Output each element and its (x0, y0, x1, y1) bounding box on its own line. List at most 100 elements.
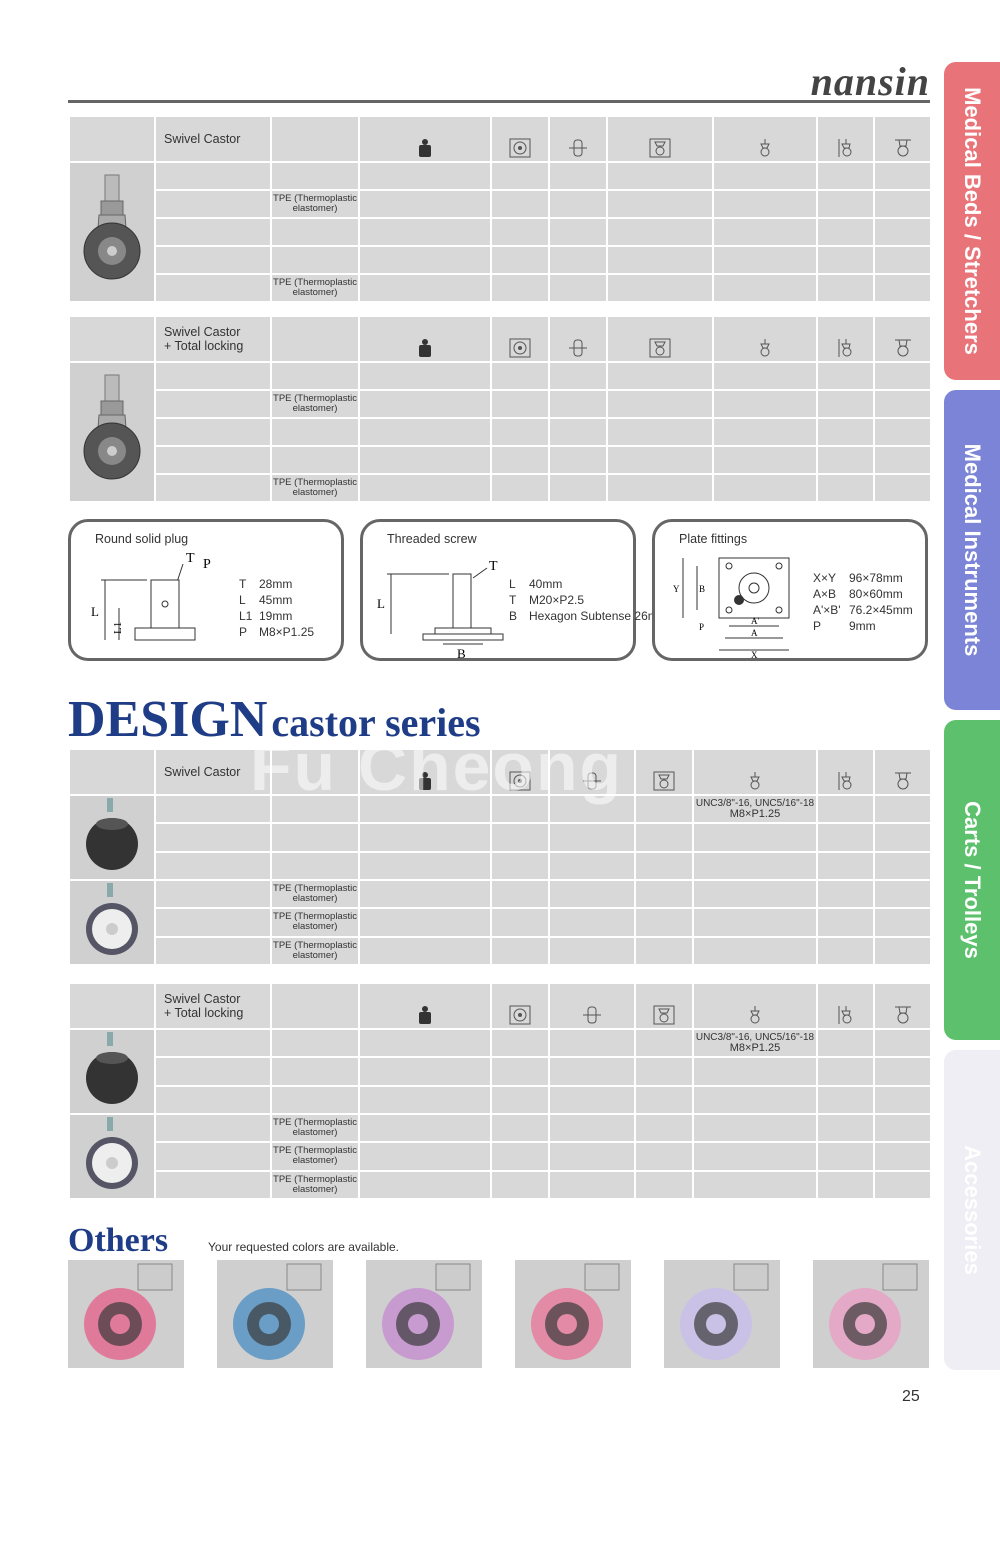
height-icon (649, 138, 671, 159)
width-value (550, 163, 606, 189)
height-icon (653, 1005, 675, 1026)
wheel-type-line1: TPE (Thermoplastic (273, 911, 357, 923)
e-value (875, 852, 930, 879)
width-header (550, 750, 634, 794)
table-title: Swivel Castor+ Total locking (164, 992, 244, 1020)
castor-wheel-shape (664, 1260, 780, 1368)
height-header (636, 750, 692, 794)
fitting-cell (714, 219, 816, 245)
wheel-type-cell (272, 824, 358, 851)
table-row (70, 219, 930, 245)
tab-label: Accessories (960, 1145, 985, 1275)
l-value (818, 852, 873, 879)
castor-image (70, 796, 154, 879)
model-header: Swivel Castor+ Total locking (156, 317, 270, 361)
height-header (608, 117, 712, 161)
e-value (875, 163, 930, 189)
tab-label: Medical Instruments (960, 443, 985, 657)
wheel-diameter-icon (509, 1005, 531, 1026)
fitting-icon (754, 338, 776, 359)
castor-icon (892, 138, 914, 159)
table-row (70, 247, 930, 273)
e-value (875, 475, 930, 501)
diameter-header (492, 750, 548, 794)
fitting-title: Threaded screw (387, 532, 477, 546)
wheel-type-cell (272, 363, 358, 389)
tab-accessories[interactable]: Accessories (944, 1050, 1000, 1370)
wheel-type-line1: TPE (Thermoplastic (273, 193, 357, 204)
tab-carts-trolleys[interactable]: Carts / Trolleys (944, 720, 1000, 1040)
wheel-type-header (272, 117, 358, 161)
fitting-cell (714, 247, 816, 273)
model-code (156, 852, 270, 879)
e-header (875, 750, 930, 794)
height-value (608, 391, 712, 417)
diameter-value (492, 391, 548, 417)
l-value (818, 1115, 873, 1142)
fitting-cell (694, 1115, 816, 1142)
load-value (360, 909, 490, 936)
load-value (360, 937, 490, 964)
wheel-type-cell (272, 447, 358, 473)
wheel-type-header (272, 750, 358, 794)
l-value (818, 419, 873, 445)
width-value (550, 796, 634, 823)
height-value (636, 1171, 692, 1198)
e-value (875, 824, 930, 851)
l-value (818, 1030, 873, 1057)
e-header (875, 117, 930, 161)
load-value (360, 219, 490, 245)
fitting-cell (714, 163, 816, 189)
model-code (156, 1030, 270, 1057)
castor-icon (892, 771, 914, 792)
tab-medical-instruments[interactable]: Medical Instruments (944, 390, 1000, 710)
wheel-diameter-icon (509, 771, 531, 792)
others-note: Your requested colors are available. (208, 1240, 400, 1254)
wheel-type-line1: TPE (Thermoplastic (273, 1117, 357, 1129)
height-value (636, 909, 692, 936)
l-value (818, 163, 873, 189)
table-title: Swivel Castor (164, 132, 241, 146)
wheel-type-header (272, 317, 358, 361)
l-value (818, 1143, 873, 1170)
wheel-type-line2: elastomer) (292, 203, 338, 214)
tab-medical-beds[interactable]: Medical Beds / Stretchers (944, 62, 1000, 380)
fitting-cell (714, 363, 816, 389)
svg-text:P: P (699, 622, 704, 632)
fitting-icon (744, 1005, 766, 1026)
width-value (550, 1030, 634, 1057)
wheel-type-cell (272, 219, 358, 245)
weight-icon (418, 771, 432, 792)
offset-header (818, 750, 873, 794)
l-value (818, 191, 873, 217)
load-value (360, 1030, 490, 1057)
model-code (156, 1143, 270, 1170)
model-code (156, 796, 270, 823)
e-value (875, 447, 930, 473)
wheel-type-cell (272, 1086, 358, 1113)
castor-photo (813, 1260, 929, 1368)
wheel-type-cell (272, 419, 358, 445)
model-code (156, 275, 270, 301)
weight-icon (418, 138, 432, 159)
load-value (360, 275, 490, 301)
diameter-value (492, 1171, 548, 1198)
diameter-value (492, 824, 548, 851)
castor-image (70, 363, 154, 501)
model-code (156, 937, 270, 964)
model-code (156, 909, 270, 936)
height-value (608, 191, 712, 217)
wheel-type-line1: TPE (Thermoplastic (273, 1145, 357, 1157)
wheel-type-line2: elastomer) (292, 893, 338, 905)
height-value (636, 852, 692, 879)
